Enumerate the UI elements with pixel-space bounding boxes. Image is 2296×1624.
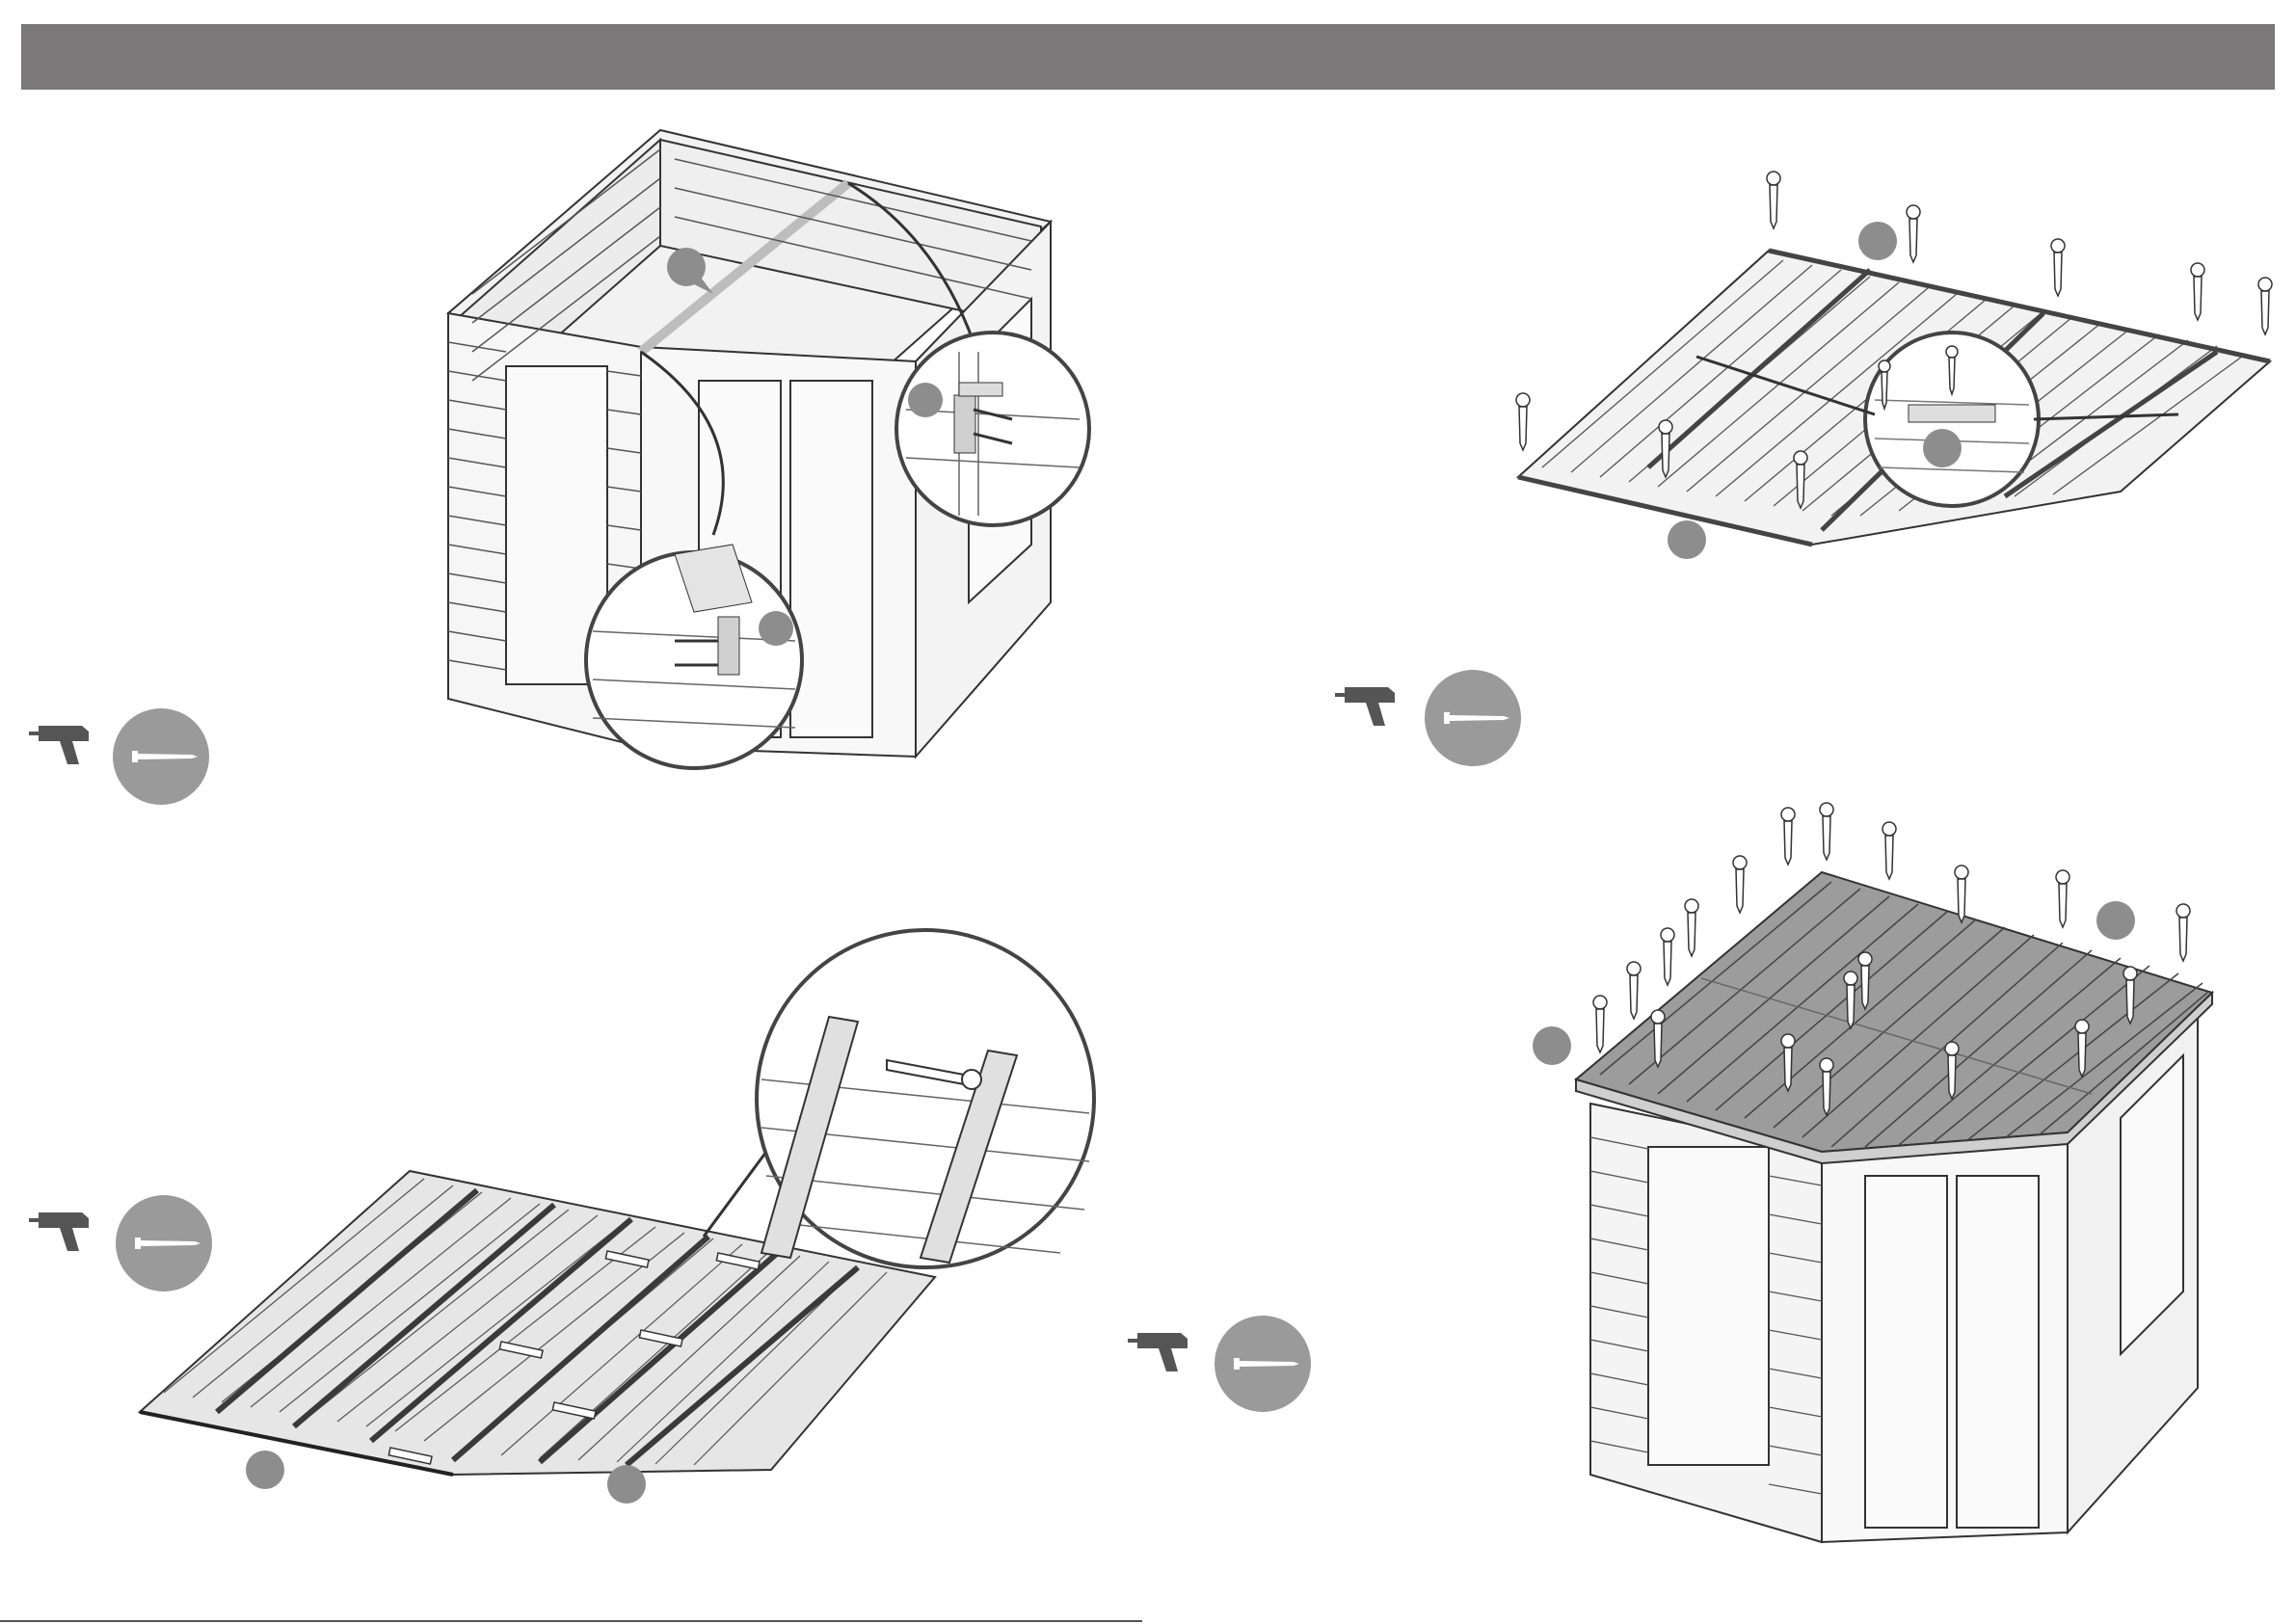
drill-icon — [29, 718, 101, 771]
tools-step-4 — [1128, 1316, 1321, 1422]
footer-rule — [0, 1620, 1142, 1622]
shed-walls-drawing — [434, 120, 1108, 776]
callout-marker — [1533, 1026, 1571, 1065]
step-roof-frame-illustration — [1504, 169, 2284, 583]
tools-step-1 — [29, 708, 222, 814]
drill-icon — [1335, 679, 1407, 732]
drill-icon — [29, 1205, 101, 1258]
callout-marker — [607, 1465, 646, 1504]
screw-badge — [1215, 1316, 1311, 1412]
roof-frame-drawing — [1504, 169, 2284, 583]
step-roof-boards-illustration — [135, 872, 1137, 1508]
step-corner-bracket-illustration — [434, 120, 1108, 776]
step-roof-attach-illustration — [1533, 800, 2284, 1552]
callout-marker — [246, 1451, 284, 1489]
screw-badge — [113, 708, 209, 805]
screw-badge — [116, 1195, 212, 1291]
tools-step-2 — [1335, 670, 1528, 776]
tools-step-3 — [29, 1195, 222, 1301]
callout-marker — [2096, 901, 2135, 940]
screw-icon — [1425, 670, 1521, 766]
screw-icon — [116, 1195, 212, 1291]
screw-icon — [1215, 1316, 1311, 1412]
screw-badge — [1425, 670, 1521, 766]
header-bar — [21, 24, 2275, 90]
zoom-detail-bracket-top — [896, 333, 1089, 525]
screw-icon — [113, 708, 209, 805]
roof-boards-drawing — [135, 872, 1137, 1508]
shed-roof-drawing — [1533, 800, 2284, 1552]
drill-icon — [1128, 1325, 1200, 1378]
